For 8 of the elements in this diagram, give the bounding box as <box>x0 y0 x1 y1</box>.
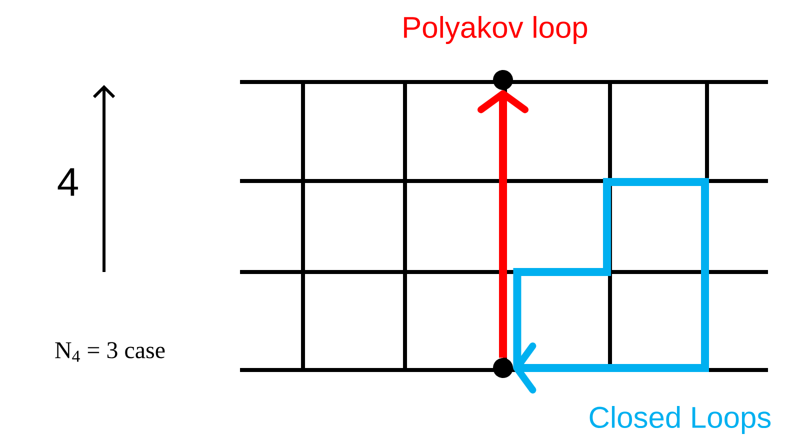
arrow <box>478 90 528 358</box>
arrow <box>513 178 709 394</box>
dot <box>493 70 513 90</box>
axis-label: 4 <box>58 168 78 196</box>
case-label: N$_{4}$ = 3 case <box>55 342 165 362</box>
edge-label: Closed Loops <box>590 406 771 434</box>
dot <box>493 358 513 378</box>
edge-label: Polyakov loop <box>404 16 588 44</box>
